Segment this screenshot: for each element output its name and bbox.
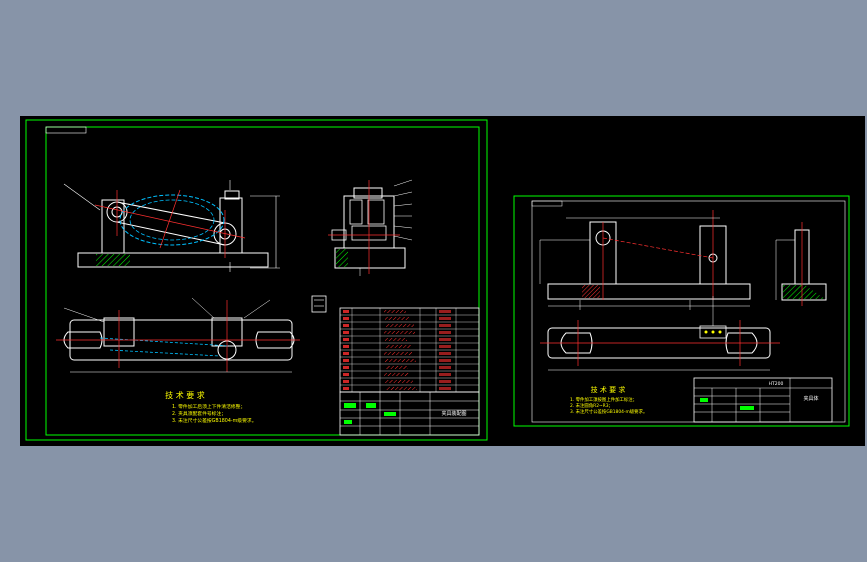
sheet1-inner-border [45, 126, 480, 436]
parts-list-material-mark [439, 317, 451, 320]
parts-list-illegible-text [386, 387, 417, 390]
sheet1-outer-border [25, 119, 488, 441]
part-top-view [540, 296, 780, 371]
part-side-view [775, 222, 827, 306]
parts-list-material-mark [439, 345, 451, 348]
parts-list-illegible-text [386, 324, 414, 327]
parts-list-illegible-text [384, 331, 415, 334]
parts-list-illegible-text [385, 317, 410, 320]
sheet-part: 技 术 要 求 1. 零件加工须按图上件加工标注； 2. 未注圆角R2~R3； … [513, 195, 850, 427]
sheet1-note-3: 3. 未注尺寸公差按GB1804-m级要求。 [172, 417, 257, 424]
sheet2-note-2: 2. 未注圆角R2~R3； [570, 402, 613, 409]
parts-list-index-mark [343, 366, 349, 369]
sheet2-title-label: 夹具体 [803, 395, 818, 402]
parts-list-index-mark [343, 352, 349, 355]
sheet1-note-2: 2. 夹具须配套件号标注； [172, 410, 226, 417]
model-space [20, 116, 865, 446]
parts-list-index-mark [343, 380, 349, 383]
parts-list-material-mark [439, 324, 451, 327]
sheet1-code-box [45, 126, 87, 134]
parts-list-index-mark [343, 324, 349, 327]
assembly-front-view [63, 180, 280, 272]
sheet2-material: HT200 [769, 381, 784, 387]
sheet1-technical-notes: 技 术 要 求 1. 零件加工后须上下件清洁修整； 2. 夹具须配套件号标注； … [165, 390, 256, 424]
parts-list-illegible-text [385, 359, 416, 362]
sheet2-notes-title: 技 术 要 求 [591, 385, 626, 394]
parts-list-index-mark [343, 359, 349, 362]
parts-list-illegible-text [386, 345, 411, 348]
parts-list-illegible-text [384, 373, 409, 376]
parts-list-illegible-text [384, 310, 406, 313]
sheet2-note-3: 3. 未注尺寸公差按GB1804-m级要求。 [570, 408, 647, 415]
parts-list-index-mark [343, 338, 349, 341]
parts-list-material-mark [439, 366, 451, 369]
sheet2-inner-border [531, 200, 846, 423]
parts-list-material-mark [439, 387, 451, 390]
parts-list-index-mark [343, 387, 349, 390]
parts-list-material-mark [439, 331, 451, 334]
parts-list-illegible-text [385, 380, 413, 383]
parts-list-illegible-text [385, 338, 407, 341]
assembly-side-view [328, 179, 413, 276]
sheet2-code-box [531, 200, 563, 207]
sheet1-parts-list [339, 307, 480, 393]
parts-list-index-mark [343, 310, 349, 313]
sheet2-title-block: HT200 夹具体 [693, 377, 833, 423]
parts-list-material-mark [439, 380, 451, 383]
sheet2-outer-border [513, 195, 850, 427]
assembly-top-view [56, 297, 300, 373]
sheet1-title-label: 夹具装配图 [441, 410, 466, 417]
parts-list-material-mark [439, 310, 451, 313]
parts-list-index-mark [343, 345, 349, 348]
sheet1-title-block: 夹具装配图 [339, 391, 480, 436]
parts-list-material-mark [439, 352, 451, 355]
parts-list-material-mark [439, 359, 451, 362]
parts-list-illegible-text [386, 366, 408, 369]
sheet1-note-1: 1. 零件加工后须上下件清洁修整； [172, 403, 245, 410]
parts-list-index-mark [343, 373, 349, 376]
parts-list-index-mark [343, 317, 349, 320]
assembly-detail-mark [311, 295, 327, 313]
sheet2-note-1: 1. 零件加工须按图上件加工标注； [570, 396, 637, 403]
sheet-assembly: 技 术 要 求 1. 零件加工后须上下件清洁修整； 2. 夹具须配套件号标注； … [25, 119, 488, 441]
parts-list-index-mark [343, 331, 349, 334]
sheet2-technical-notes: 技 术 要 求 1. 零件加工须按图上件加工标注； 2. 未注圆角R2~R3； … [570, 385, 647, 415]
sheet1-notes-title: 技 术 要 求 [165, 390, 205, 400]
parts-list-illegible-text [384, 352, 412, 355]
parts-list-material-mark [439, 338, 451, 341]
parts-list-material-mark [439, 373, 451, 376]
part-front-view [539, 210, 751, 310]
